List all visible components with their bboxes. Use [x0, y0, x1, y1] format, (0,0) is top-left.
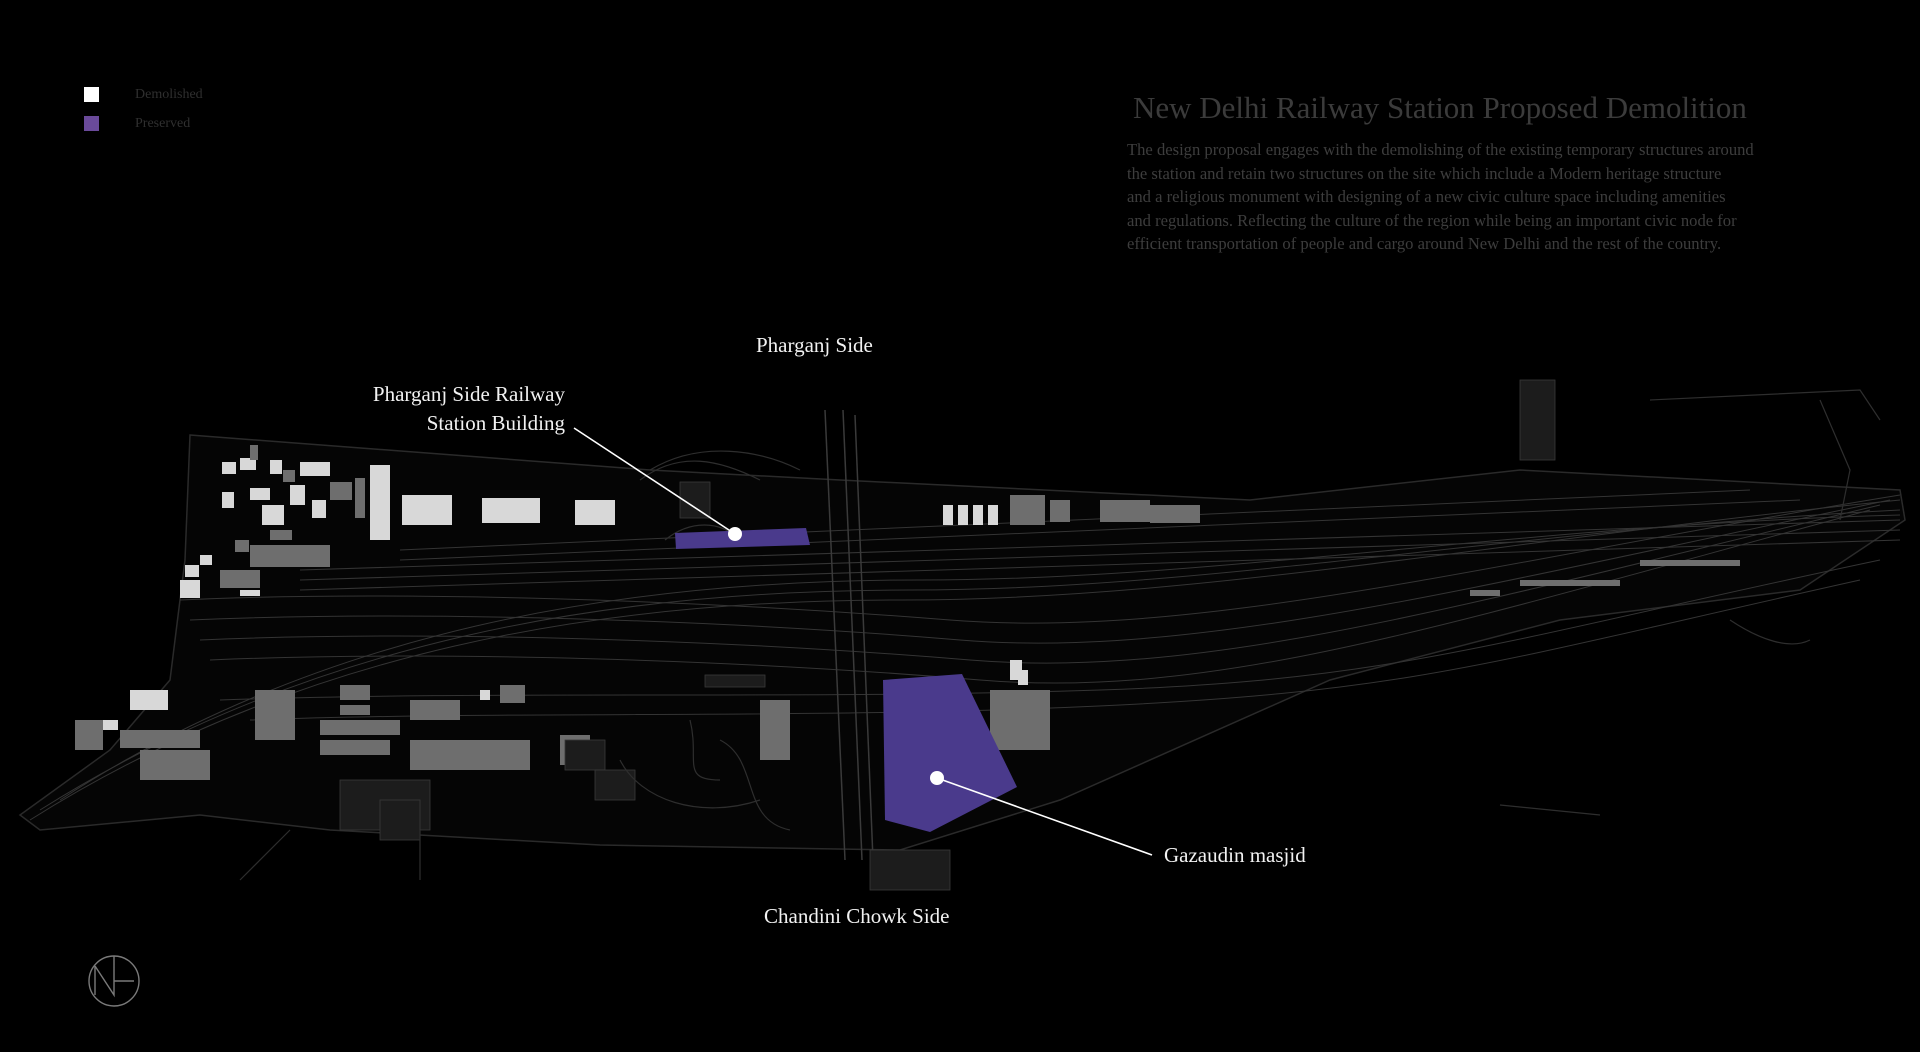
hatched-areas — [339, 379, 1556, 891]
leader-line-masjid — [936, 777, 1153, 856]
preserved-station-building — [675, 528, 810, 549]
legend-swatch-demolished — [84, 87, 99, 102]
demolished-buildings — [100, 458, 1028, 770]
marker-station — [728, 527, 742, 541]
label-station-building-line1: Pharganj Side Railway — [372, 382, 565, 406]
page-title: New Delhi Railway Station Proposed Demol… — [1133, 90, 1747, 125]
legend-label: Preserved — [135, 115, 191, 131]
title-block: New Delhi Railway Station Proposed Demol… — [1127, 90, 1867, 256]
legend: Demolished Preserved — [84, 80, 203, 138]
label-gazaudin-masjid: Gazaudin masjid — [1164, 843, 1306, 867]
grey-buildings — [75, 445, 1740, 780]
description-line: the station and retain two structures on… — [1127, 163, 1722, 183]
description: The design proposal engages with the dem… — [1127, 138, 1867, 256]
legend-label: Demolished — [135, 86, 203, 102]
legend-item-preserved: Preserved — [84, 109, 203, 138]
description-line: efficient transportation of people and c… — [1127, 234, 1722, 253]
legend-item-demolished: Demolished — [84, 80, 203, 109]
description-line: and a religious monument with designing … — [1127, 187, 1726, 206]
label-station-building: Pharganj Side Railway Station Building — [340, 380, 565, 438]
central-road — [824, 409, 874, 861]
marker-masjid — [930, 771, 944, 785]
leader-line-station — [573, 427, 736, 535]
label-pharganj-side: Pharganj Side — [756, 333, 873, 357]
track-lines — [29, 489, 1901, 821]
roads — [239, 389, 1881, 881]
label-chandini-chowk-side: Chandini Chowk Side — [764, 904, 950, 928]
north-arrow-icon — [88, 955, 140, 1007]
preserved-gazaudin-masjid — [883, 674, 1017, 832]
legend-swatch-preserved — [84, 116, 99, 131]
label-station-building-line2: Station Building — [426, 411, 565, 435]
description-line: and regulations. Reflecting the culture … — [1127, 210, 1737, 230]
description-line: The design proposal engages with the dem… — [1127, 140, 1754, 159]
